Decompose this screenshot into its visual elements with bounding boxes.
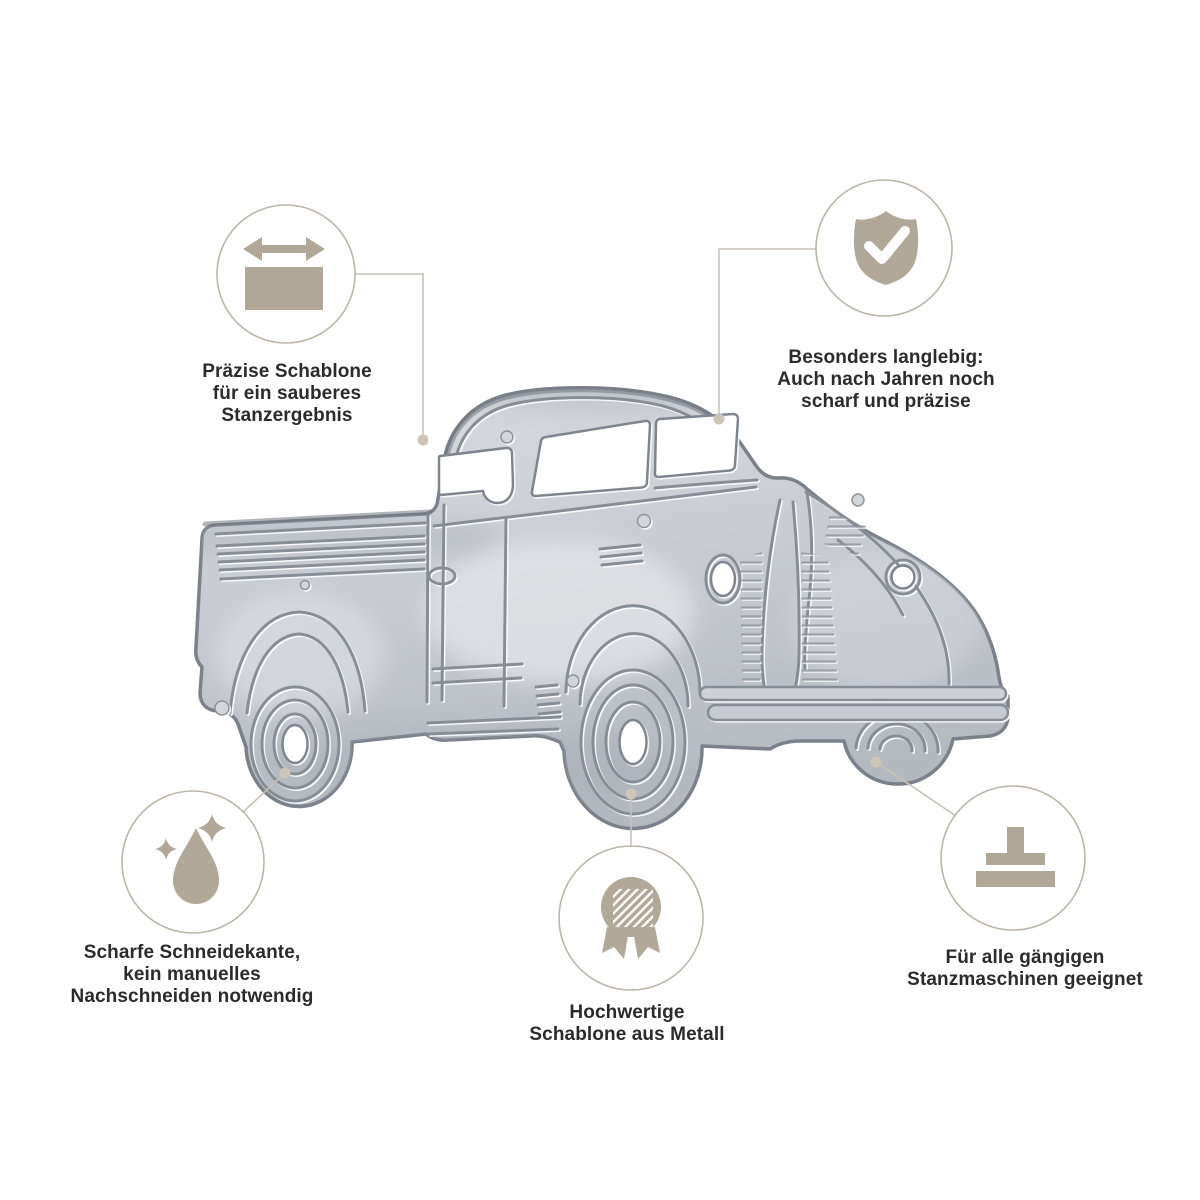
callout-text-line: Präzise Schablone	[202, 361, 372, 382]
die-cutout-holes	[281, 412, 916, 766]
connector-precision	[355, 273, 424, 438]
grille-hatch	[740, 512, 866, 690]
callout-compatibility	[940, 785, 1086, 931]
connector-dot	[279, 767, 291, 779]
callout-quality-text: Hochwertige Schablone aus Metall	[529, 1002, 724, 1046]
callout-compatibility-text: Für alle gängigen Stanzmaschinen geeigne…	[907, 947, 1143, 991]
connector-end-dots	[279, 413, 882, 800]
far-headlight-cutout	[890, 564, 916, 590]
callout-precision	[216, 204, 356, 344]
die-edge-shadow	[202, 387, 740, 527]
headlight-cutout	[709, 560, 737, 598]
die-press-icon	[976, 827, 1055, 887]
width-arrow-icon	[243, 237, 325, 310]
connector-durability	[718, 248, 816, 416]
connector-compatibility	[875, 761, 957, 817]
connector-dot	[870, 756, 882, 768]
rear-hub-cutout	[281, 723, 309, 765]
shield-check-icon	[853, 211, 919, 285]
callout-text-line: Auch nach Jahren noch	[777, 369, 995, 390]
callout-text-line: für ein sauberes	[212, 383, 362, 404]
connector-sharp-edge	[242, 772, 286, 813]
callout-quality	[558, 845, 704, 991]
connector-dot	[713, 413, 725, 425]
connector-dot	[417, 434, 429, 446]
droplet-sparkle-icon	[155, 814, 226, 905]
rear-window-cutout	[437, 446, 515, 505]
connector-dot	[625, 788, 637, 800]
callout-text-line: kein manuelles	[123, 964, 261, 985]
callout-durability	[815, 179, 953, 317]
windshield-cutout	[653, 412, 740, 479]
callout-text-line: Stanzmaschinen geeignet	[907, 969, 1143, 990]
callout-sharp-edge	[121, 790, 265, 934]
front-hub-cutout	[618, 718, 648, 766]
callout-text-line: Hochwertige	[569, 1002, 685, 1023]
callout-text-line: Für alle gängigen	[945, 947, 1105, 968]
embossed-detail-lines	[214, 396, 951, 816]
callout-text-line: Besonders langlebig:	[788, 347, 984, 368]
rivet-dots	[214, 430, 865, 716]
callout-sharp-edge-text: Scharfe Schneidekante, kein manuelles Na…	[71, 942, 314, 1008]
callout-text-line: Scharfe Schneidekante,	[83, 942, 301, 963]
callout-text-line: Schablone aus Metall	[529, 1024, 725, 1045]
callout-text-line: Nachschneiden notwendig	[70, 986, 314, 1007]
callout-durability-text: Besonders langlebig: Auch nach Jahren no…	[777, 347, 994, 413]
callout-precision-text: Präzise Schablone für ein sauberes Stanz…	[202, 361, 372, 427]
callout-text-line: scharf und präzise	[801, 391, 971, 412]
side-window-cutout	[530, 419, 652, 498]
connector-lines	[242, 248, 957, 846]
medal-icon	[601, 877, 661, 959]
callout-text-line: Stanzergebnis	[221, 405, 353, 426]
front-bumper	[698, 685, 1010, 722]
